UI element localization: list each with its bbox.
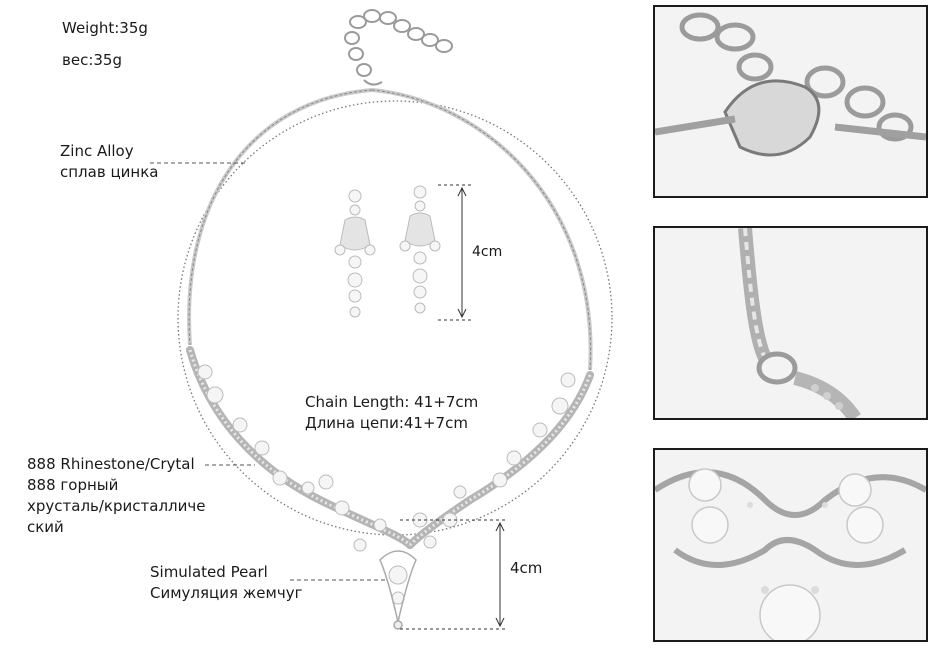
extension-chain <box>344 9 453 86</box>
zinc-alloy-en: Zinc Alloy <box>60 142 134 160</box>
pearl-cluster-detail-panel <box>653 448 928 642</box>
chain-length-circle <box>177 100 613 536</box>
earring-length: 4cm <box>472 244 503 260</box>
chain-link-icon <box>738 228 861 418</box>
earring-left <box>334 189 376 318</box>
necklace-pearls <box>197 364 576 605</box>
pendant-drop <box>379 550 417 630</box>
pearl-en: Simulated Pearl <box>150 563 268 581</box>
rhinestone-line3: хрусталь/кристалличе <box>27 497 206 515</box>
lobster-clasp-icon <box>655 12 926 157</box>
pendant-length: 4cm <box>510 559 543 577</box>
rhinestone-line4: ский <box>27 518 64 536</box>
weight-en: Weight:35g <box>62 19 148 37</box>
rhinestone-band <box>186 346 594 549</box>
jewelry-illustration <box>150 9 613 630</box>
zinc-alloy-ru: сплав цинка <box>60 163 159 181</box>
clasp-detail-panel <box>653 5 928 198</box>
necklace-chain <box>187 88 373 346</box>
weight-ru: вес:35g <box>62 51 122 69</box>
chain-link-detail-panel <box>653 226 928 420</box>
leader-lines <box>150 162 385 581</box>
chain-length-ru: Длина цепи:41+7cm <box>305 414 468 432</box>
rhinestone-line1: 888 Rhinestone/Crytal <box>27 455 195 473</box>
earring-right <box>399 185 441 314</box>
pendant-measure <box>400 519 508 630</box>
chain-length-en: Chain Length: 41+7cm <box>305 393 479 411</box>
pearl-cluster-icon <box>655 468 926 640</box>
pearl-ru: Симуляция жемчуг <box>150 584 303 602</box>
rhinestone-line2: 888 горный <box>27 476 119 494</box>
earring-measure <box>438 184 472 321</box>
